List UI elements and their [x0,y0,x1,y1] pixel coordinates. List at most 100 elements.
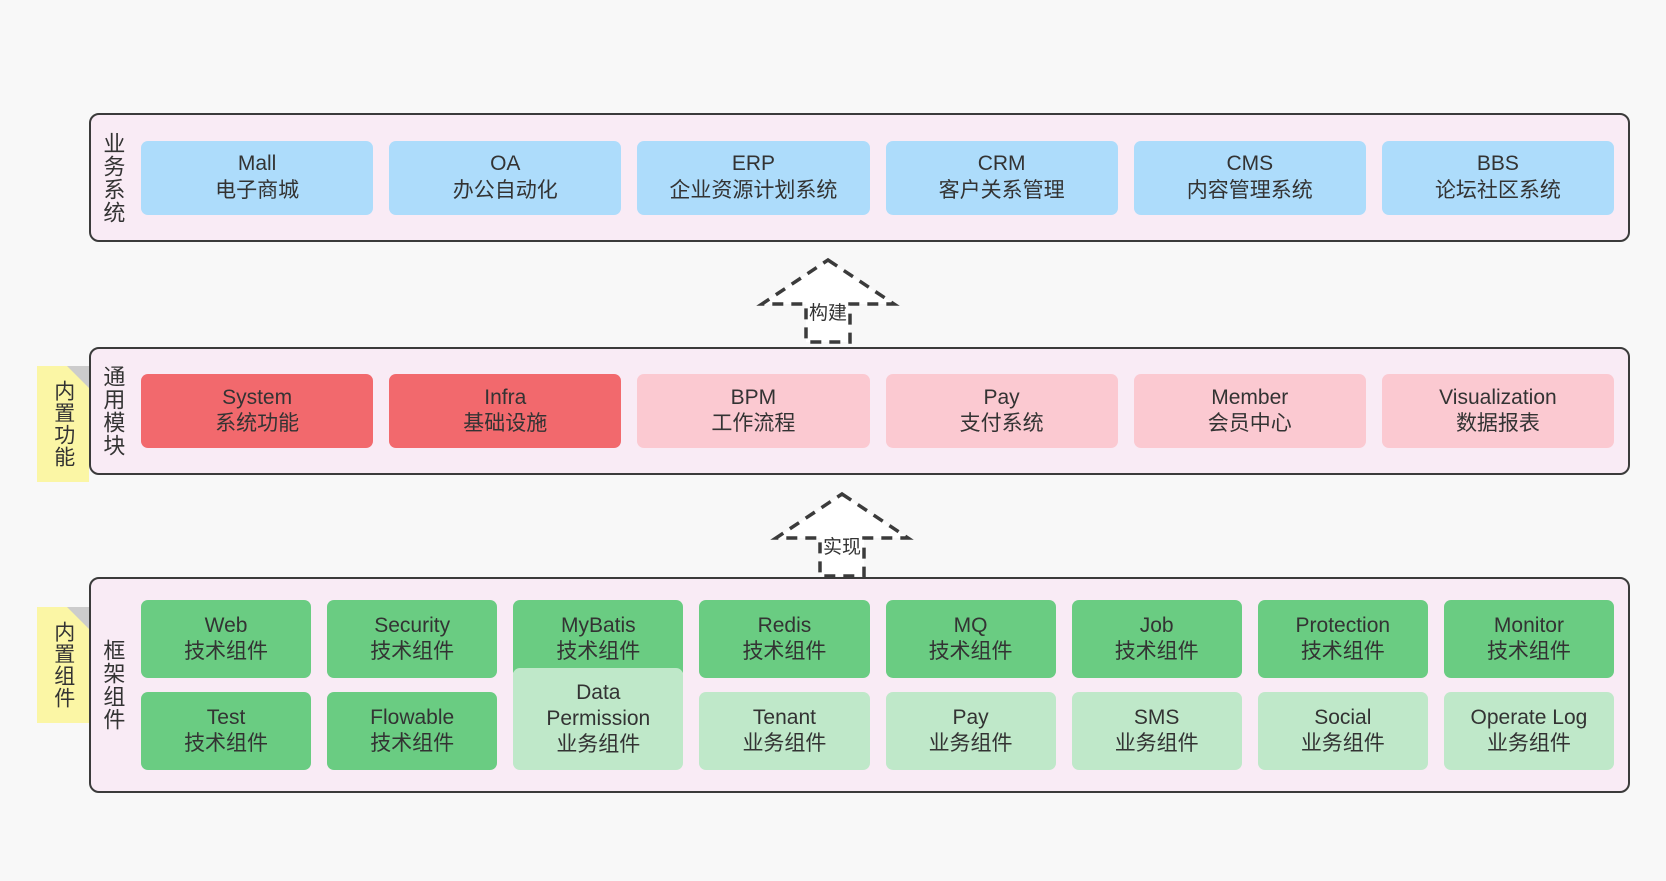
box-subtitle: 技术组件 [184,732,269,755]
box-subtitle: 办公自动化 [452,178,558,202]
box-title: Pay [952,705,989,729]
framework-box-flowable[interactable]: Flowable 技术组件 [327,692,498,770]
box-title: Job [1139,613,1174,637]
box-subtitle: 技术组件 [742,640,827,663]
sticky-note-builtin-components-label: 内置组件 [51,621,75,709]
box-title: Mall [237,152,277,176]
box-title: Pay [983,385,1020,409]
framework-box-protection[interactable]: Protection 技术组件 [1257,600,1428,678]
box-title: MQ [953,613,988,637]
box-title: Member [1211,385,1289,409]
framework-box-redis[interactable]: Redis 技术组件 [699,600,870,678]
box-subtitle: 系统功能 [215,412,300,435]
box-title: MyBatis [560,613,636,637]
box-subtitle: 客户关系管理 [938,178,1065,202]
box-title: Visualization [1439,385,1557,409]
box-title: Data [576,680,621,704]
box-title: OA [490,152,521,176]
box-title: ERP [731,152,776,176]
arrow-implement-shape [770,491,914,578]
box-subtitle: 业务组件 [928,732,1013,755]
panel-modules-label: 通用模块 [100,365,126,457]
framework-box-social[interactable]: Social 业务组件 [1257,692,1428,770]
box-title: Social [1314,705,1372,729]
box-subtitle: 业务组件 [1486,732,1571,755]
box-title: Test [206,705,246,729]
box-title: Tenant [752,705,816,729]
box-subtitle: 基础设施 [463,412,548,435]
box-title: Security [374,613,451,637]
box-subtitle: 支付系统 [959,412,1044,435]
box-subtitle: 业务组件 [742,732,827,755]
note-fold-corner-icon [67,366,89,388]
box-title: BPM [730,385,777,409]
module-box-bpm[interactable]: BPM 工作流程 [637,374,870,448]
box-title: CMS [1226,152,1274,176]
box-subtitle: 工作流程 [711,412,796,435]
box-subtitle: 技术组件 [184,640,269,663]
panel-modules-body: System 系统功能 Infra 基础设施 BPM 工作流程 Pay 支付系统 Member 会… [133,349,1628,473]
framework-box-pay[interactable]: Pay 业务组件 [885,692,1056,770]
box-title: Redis [757,613,812,637]
box-subtitle: 论坛社区系统 [1434,178,1561,202]
note-fold-corner-icon [67,607,89,629]
box-subtitle: 业务组件 [1114,732,1199,755]
box-title: Monitor [1493,613,1564,637]
framework-box-monitor[interactable]: Monitor 技术组件 [1443,600,1614,678]
panel-framework-label: 框架组件 [100,639,126,731]
box-subtitle: 技术组件 [370,732,455,755]
framework-box-mq[interactable]: MQ 技术组件 [885,600,1056,678]
module-box-infra[interactable]: Infra 基础设施 [389,374,622,448]
box-subtitle: 技术组件 [1486,640,1571,663]
box-subtitle: 数据报表 [1455,412,1540,435]
box-title: SMS [1133,705,1180,729]
module-box-visualization[interactable]: Visualization 数据报表 [1381,374,1615,448]
box-title: Protection [1295,613,1391,637]
module-box-member[interactable]: Member 会员中心 [1133,374,1366,448]
module-box-pay[interactable]: Pay 支付系统 [885,374,1118,448]
box-title-line2: Permission [546,706,651,730]
arrow-implement: 实现 [770,491,914,578]
common-modules-row: System 系统功能 Infra 基础设施 BPM 工作流程 Pay 支付系统 Member 会… [141,374,1615,448]
box-subtitle: 技术组件 [928,640,1013,663]
panel-common-modules: 通用模块 System 系统功能 Infra 基础设施 BPM 工作流程 Pay 支付系统 Me… [89,347,1630,475]
framework-box-security[interactable]: Security 技术组件 [327,600,498,678]
module-box-system[interactable]: System 系统功能 [141,374,374,448]
framework-box-tenant[interactable]: Tenant 业务组件 [699,692,870,770]
framework-box-mybatis[interactable]: MyBatis 技术组件 [513,600,684,678]
arrow-build-label: 构建 [808,303,847,324]
box-subtitle: 内容管理系统 [1186,178,1313,202]
box-title: BBS [1476,152,1519,176]
box-subtitle: 技术组件 [556,640,641,663]
sticky-note-builtin-features: 内置功能 [37,366,89,482]
arrow-build: 构建 [756,257,900,344]
box-subtitle: 会员中心 [1207,412,1292,435]
sticky-note-builtin-features-label: 内置功能 [51,380,75,468]
arrow-implement-label: 实现 [822,537,861,558]
box-subtitle: 业务组件 [1300,732,1385,755]
framework-box-test[interactable]: Test 技术组件 [141,692,312,770]
box-subtitle: 技术组件 [370,640,455,663]
box-title: Flowable [370,705,455,729]
box-subtitle: 技术组件 [1300,640,1385,663]
framework-box-sms[interactable]: SMS 业务组件 [1071,692,1242,770]
box-title: Infra [484,385,527,409]
box-title: System [222,385,293,409]
